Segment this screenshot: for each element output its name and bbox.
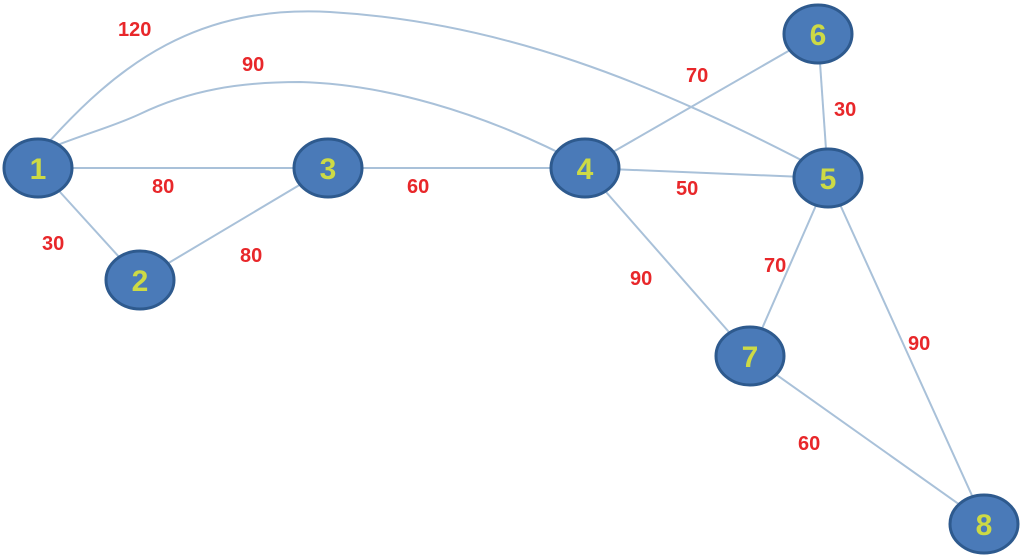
edge-1-4 <box>39 80 586 167</box>
node-2-circle <box>104 249 176 311</box>
node-6-circle <box>782 3 854 65</box>
edge-weight-3-4: 60 <box>407 176 429 198</box>
edge-4-5 <box>584 167 829 179</box>
edge-4-7 <box>584 167 751 357</box>
node-6-label: 6 <box>810 19 827 52</box>
edge-weight-1-5: 120 <box>118 19 151 41</box>
node-5-circle <box>792 147 864 209</box>
node-5: 5 <box>792 147 864 209</box>
edge-1-5 <box>39 10 829 175</box>
edge-layer: 120 90 80 30 80 60 70 50 90 30 70 9 <box>39 10 985 523</box>
node-layer: 1 2 3 4 5 6 7 8 <box>2 3 1020 555</box>
node-3: 3 <box>292 137 364 199</box>
edge-5-8 <box>827 177 985 523</box>
edge-weight-4-5: 50 <box>676 178 698 200</box>
edge-weight-5-8: 90 <box>908 333 930 355</box>
node-1: 1 <box>2 137 74 199</box>
edge-weight-2-3: 80 <box>240 245 262 267</box>
edge-weight-1-2: 30 <box>42 233 64 255</box>
node-7: 7 <box>714 325 786 387</box>
edge-2-3 <box>139 167 329 281</box>
node-8-label: 8 <box>976 509 993 542</box>
edge-weight-6-5: 30 <box>834 99 856 121</box>
node-7-label: 7 <box>742 341 759 374</box>
edge-weight-5-7: 70 <box>764 255 786 277</box>
node-2: 2 <box>104 249 176 311</box>
edge-5-7 <box>749 177 829 357</box>
node-3-label: 3 <box>320 153 337 186</box>
edge-weight-4-7: 90 <box>630 268 652 290</box>
node-3-circle <box>292 137 364 199</box>
node-1-circle <box>2 137 74 199</box>
node-1-label: 1 <box>30 153 47 186</box>
node-4: 4 <box>549 137 621 199</box>
node-5-label: 5 <box>820 163 837 196</box>
node-2-label: 2 <box>132 265 149 298</box>
edge-weight-4-6: 70 <box>686 65 708 87</box>
node-7-circle <box>714 325 786 387</box>
node-6: 6 <box>782 3 854 65</box>
edge-4-6 <box>584 33 819 169</box>
edge-weight-1-4: 90 <box>242 54 264 76</box>
node-8: 8 <box>948 493 1020 555</box>
node-8-circle <box>948 493 1020 555</box>
node-4-circle <box>549 137 621 199</box>
edge-weight-7-8: 60 <box>798 433 820 455</box>
edge-weight-1-3: 80 <box>152 176 174 198</box>
node-4-label: 4 <box>577 153 594 186</box>
edge-7-8 <box>749 355 985 523</box>
